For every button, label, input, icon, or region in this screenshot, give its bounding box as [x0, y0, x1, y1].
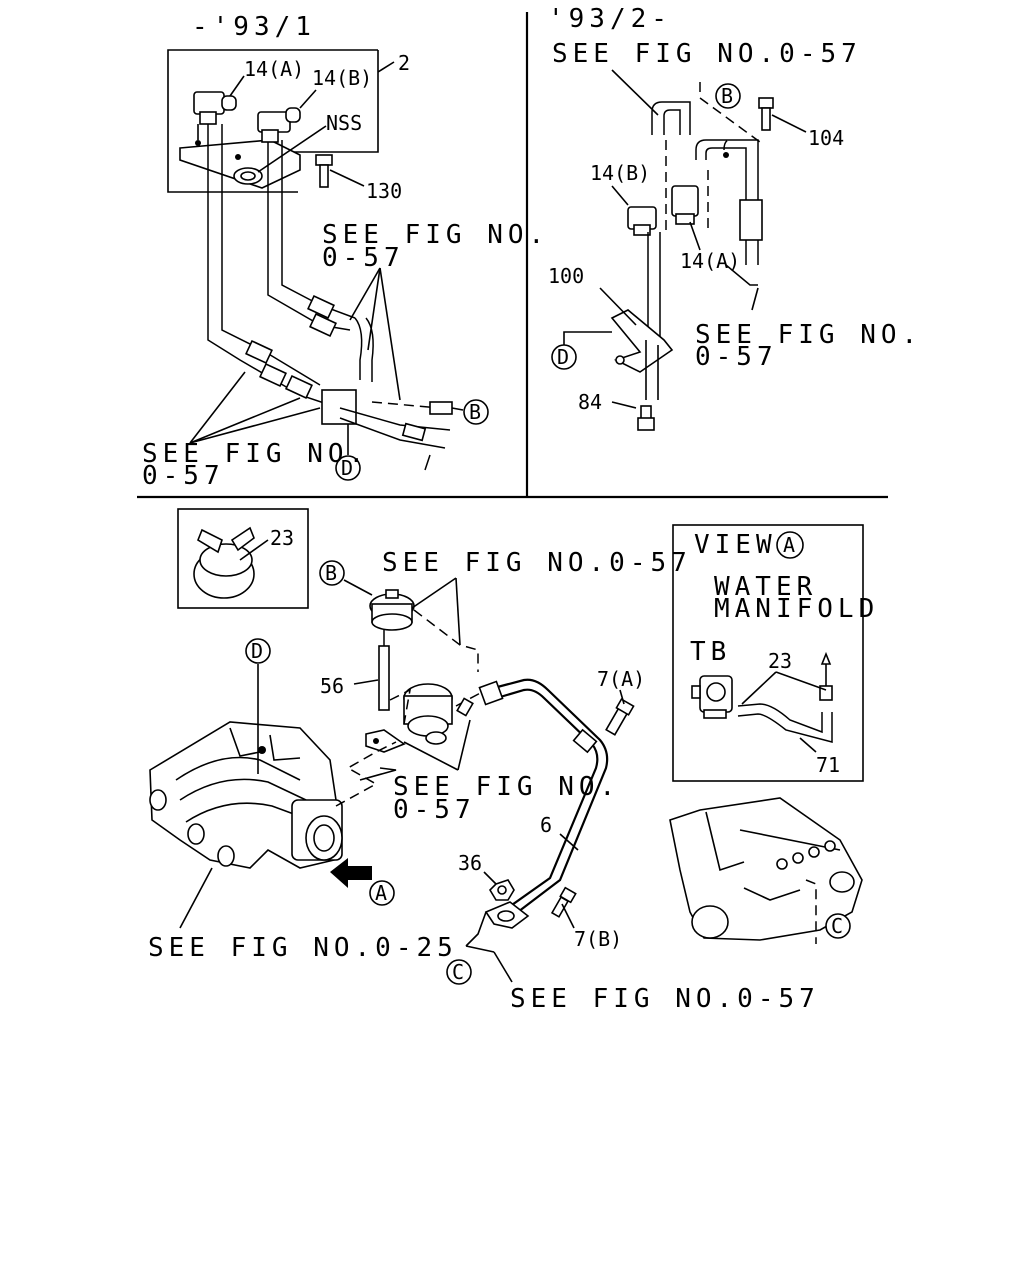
callout-7a: 7(A)	[597, 667, 645, 691]
circle-d-bottom: D	[251, 639, 263, 663]
callout-56: 56	[320, 674, 344, 698]
solenoid-14a-right	[671, 185, 699, 225]
view-a-water: WATER	[714, 572, 817, 602]
solenoid-14b-right	[627, 206, 657, 236]
callout-6: 6	[540, 813, 552, 837]
callout-84: 84	[578, 390, 602, 414]
callout-2: 2	[398, 51, 410, 75]
solenoid-14b	[257, 107, 301, 143]
view-a-box	[672, 524, 864, 782]
throttle-body-small	[691, 675, 733, 719]
clamp-box	[177, 508, 309, 609]
circle-b-bottom: B	[325, 561, 337, 585]
bolt-7b	[550, 886, 577, 918]
bolt-7a	[605, 698, 635, 736]
circle-b-top-right: B	[721, 84, 733, 108]
arrow-a-icon	[330, 858, 372, 888]
callout-71: 71	[816, 753, 840, 777]
header-top-right: '93/2-	[548, 4, 672, 34]
bolt-84	[637, 405, 655, 431]
intake-manifold	[149, 721, 343, 869]
circle-c-bottom: C	[452, 960, 464, 984]
ref-0-57-tr: 0-57	[695, 342, 778, 372]
ref-see-fig-no-tl2: SEE FIG NO.	[142, 439, 369, 469]
egr-control-valve	[369, 589, 415, 631]
callout-130: 130	[366, 179, 402, 203]
callout-14a-top: 14(A)	[244, 57, 304, 81]
view-a-tb: TB	[690, 637, 731, 667]
circle-d-top-right: D	[557, 345, 569, 369]
callout-14b-right: 14(B)	[590, 161, 650, 185]
nut-36	[488, 879, 515, 901]
callout-36: 36	[458, 851, 482, 875]
ref-see-fig-no-tr: SEE FIG NO.	[695, 320, 922, 350]
callout-nss: NSS	[326, 111, 362, 135]
ref-see-fig-no-tl1: SEE FIG NO.	[322, 220, 549, 250]
callout-104: 104	[808, 126, 844, 150]
view-a-manifold: MANIFOLD	[714, 594, 879, 624]
pointer-arrow-icon	[820, 651, 832, 665]
bolt-104	[758, 97, 774, 131]
ref-see-0-25: SEE FIG NO.0-25	[148, 933, 458, 963]
bolt-130	[315, 154, 333, 188]
ref-0-57-tl2: 0-57	[142, 461, 225, 491]
callout-14b-top: 14(B)	[312, 66, 372, 90]
clamp-23	[193, 526, 255, 599]
circle-a-bottom: A	[375, 881, 387, 905]
ref-see-0-57-tr: SEE FIG NO.0-57	[552, 39, 862, 69]
circle-b-top-left: B	[469, 400, 481, 424]
callout-23-box: 23	[270, 526, 294, 550]
view-a-circle: A	[783, 533, 795, 557]
header-top-left: -'93/1	[192, 12, 316, 42]
callout-100: 100	[548, 264, 584, 288]
ref-see-0-57-bottom: SEE FIG NO.0-57	[510, 984, 820, 1014]
ref-see-fig-no-bottom: SEE FIG NO.	[393, 772, 620, 802]
view-a-title: VIEW	[694, 530, 777, 560]
ref-0-57-bottom: 0-57	[393, 795, 476, 825]
circle-d-top-left: D	[341, 456, 353, 480]
egr-valve	[403, 683, 453, 745]
engine-block	[669, 797, 863, 941]
solenoid-14a	[193, 91, 237, 140]
ref-0-57-tl1: 0-57	[322, 243, 405, 273]
callout-14a-right: 14(A)	[680, 249, 740, 273]
callout-7b: 7(B)	[574, 927, 622, 951]
ref-see-0-57-b: SEE FIG NO.0-57	[382, 548, 692, 578]
circle-c-engine: C	[831, 914, 843, 938]
callout-23-view: 23	[768, 649, 792, 673]
